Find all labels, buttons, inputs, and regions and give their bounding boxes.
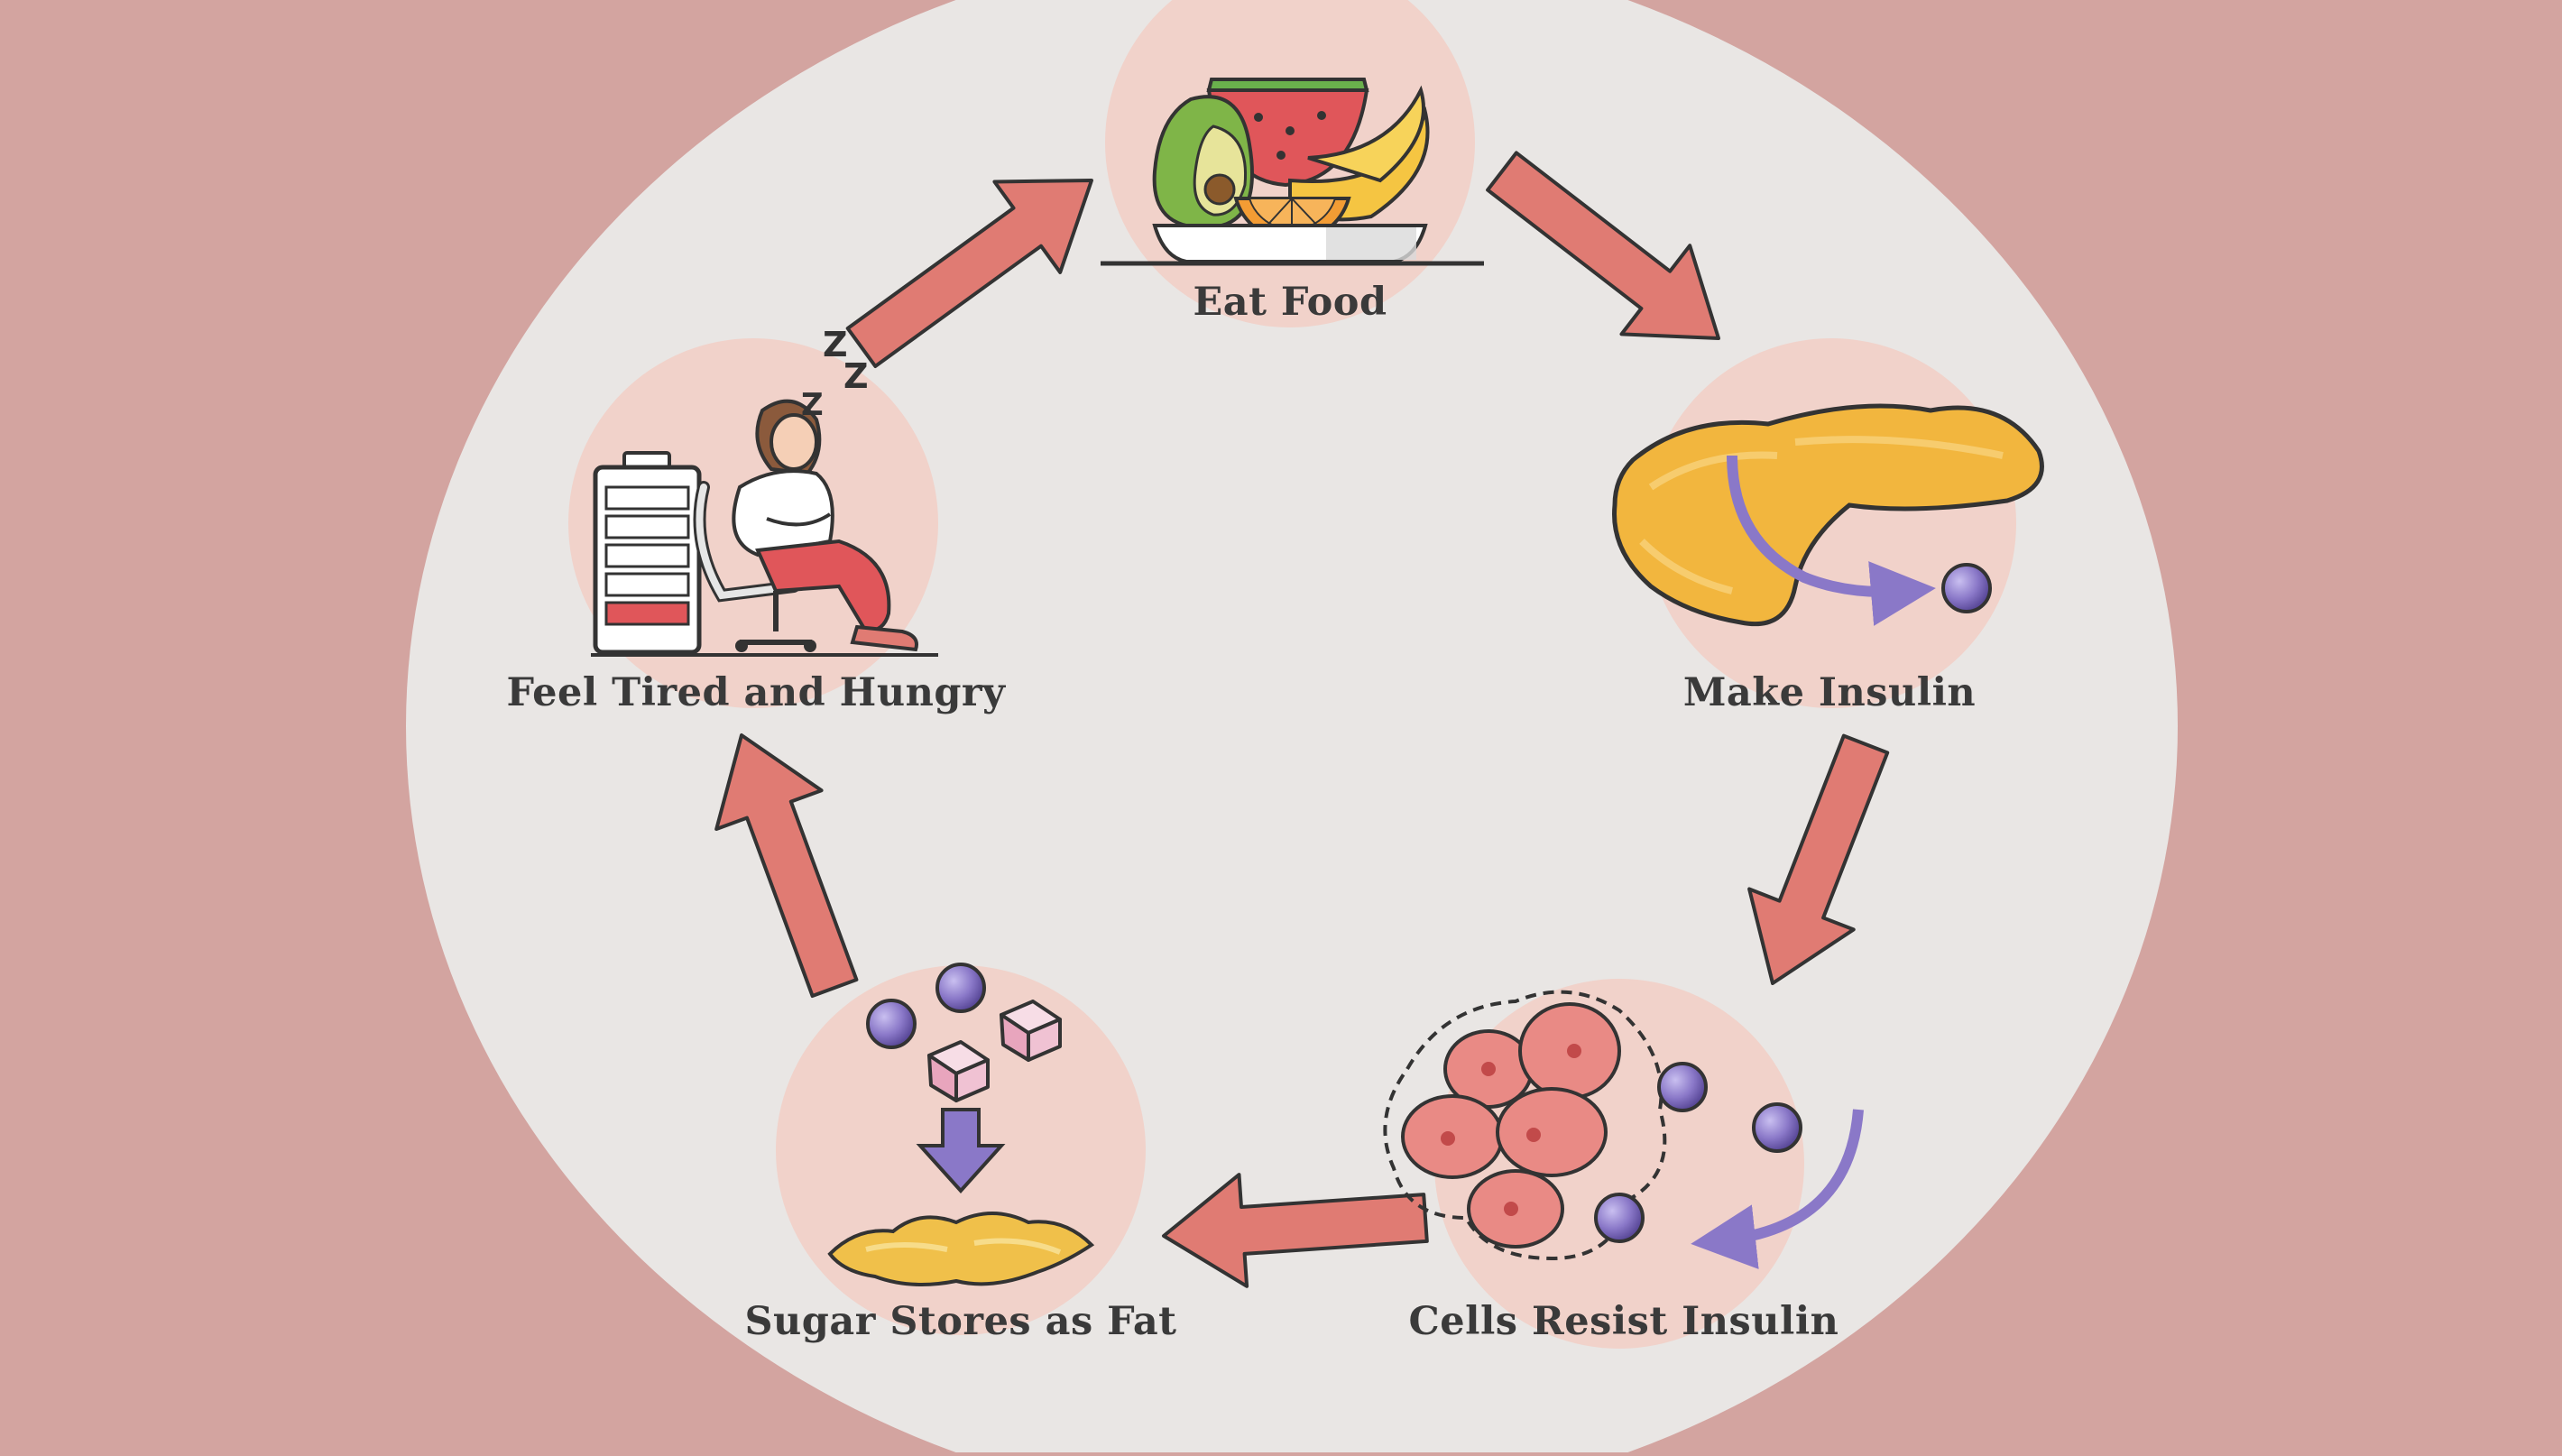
pancreas-icon	[1612, 403, 2044, 627]
node-label-sugar-stores-as-fat: Sugar Stores as Fat	[744, 1299, 1177, 1344]
cycle-arrow-eat-food-to-make-insulin	[1486, 151, 1720, 340]
cycle-arrows	[714, 151, 1890, 1288]
fruit-plate-icon	[1101, 78, 1484, 266]
sleep-z-medium: Z	[843, 356, 869, 396]
node-label-make-insulin: Make Insulin	[1682, 670, 1977, 715]
sleep-z-large: Z	[823, 325, 848, 364]
node-label-cells-resist-insulin: Cells Resist Insulin	[1408, 1299, 1839, 1344]
node-label-feel-tired-and-hungry: Feel Tired and Hungry	[506, 670, 1006, 715]
cells-icon	[1383, 990, 1864, 1269]
sleep-z-small: Z	[801, 387, 824, 423]
cycle-arrow-make-insulin-to-cells-resist-insulin	[1747, 733, 1890, 985]
cycle-arrow-sugar-stores-as-fat-to-feel-tired-and-hungry	[714, 733, 859, 998]
node-label-eat-food: Eat Food	[1193, 280, 1387, 325]
cycle-arrow-feel-tired-and-hungry-to-eat-food	[845, 179, 1093, 368]
cycle-arrow-cells-resist-insulin-to-sugar-stores-as-fat	[1162, 1173, 1429, 1288]
tired-person-icon: Z Z Z	[591, 325, 938, 657]
fat-storage-icon	[827, 963, 1095, 1286]
